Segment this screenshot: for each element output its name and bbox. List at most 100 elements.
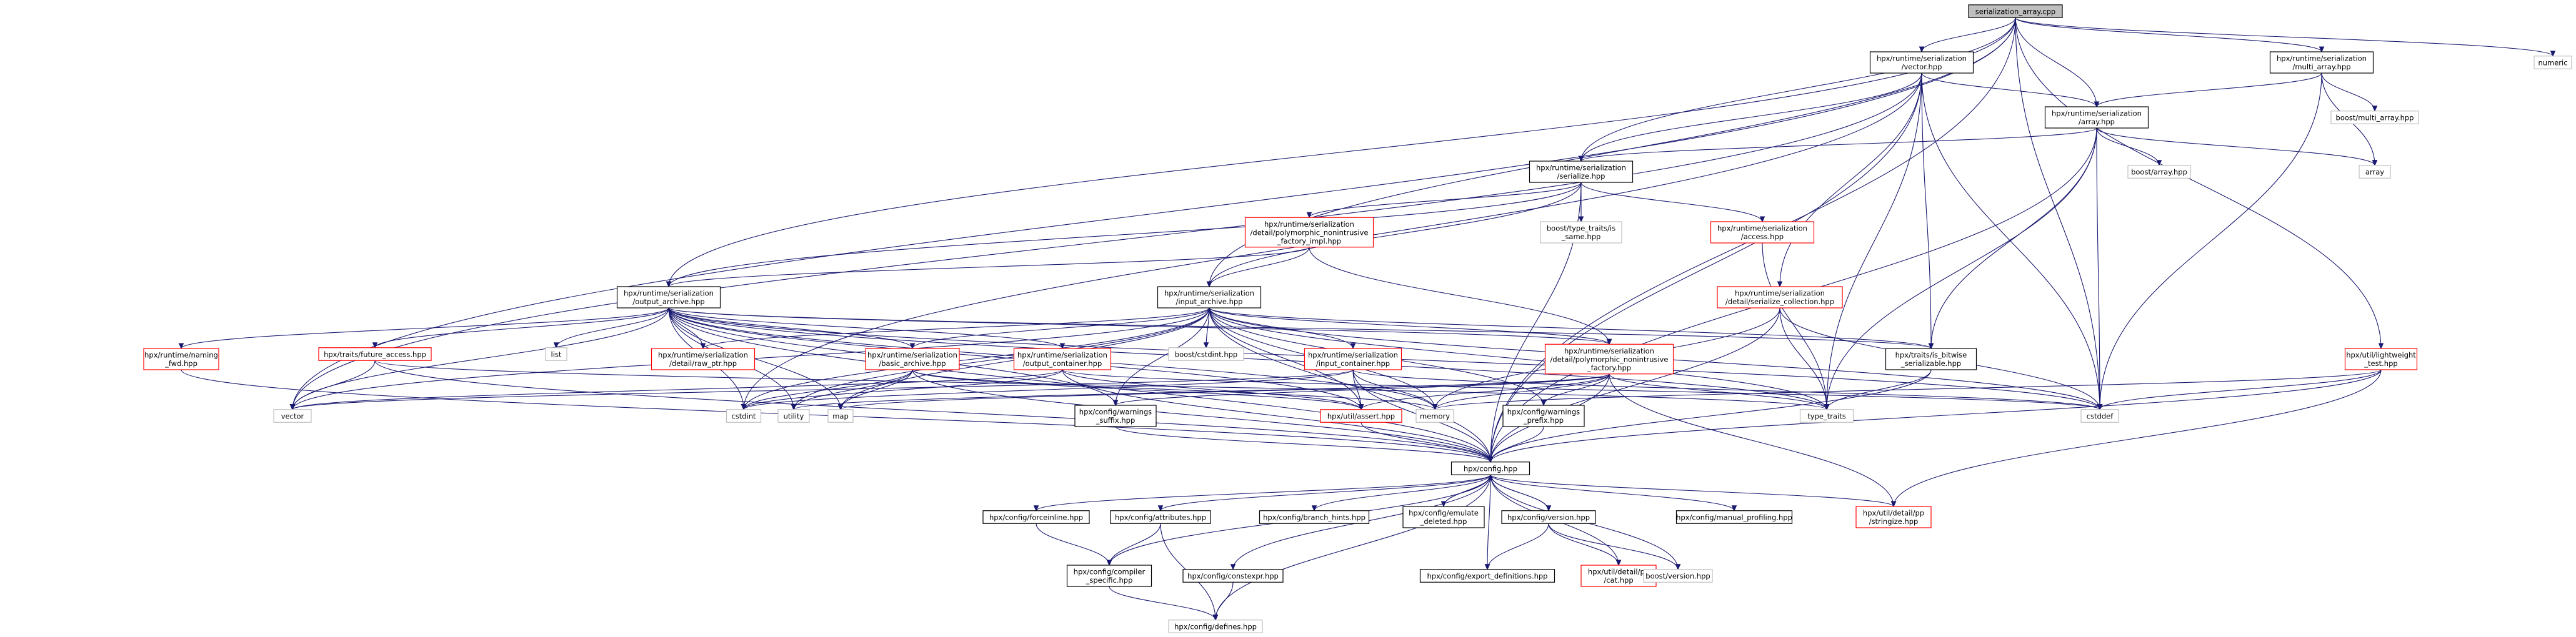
- node-raw-ptr[interactable]: hpx/runtime/serialization/detail/raw_ptr…: [651, 348, 756, 370]
- node-cstdint[interactable]: cstdint: [726, 409, 762, 423]
- edge-poly_factory-to-warn_suffix: [1112, 373, 1610, 407]
- node-basic-archive[interactable]: hpx/runtime/serialization/basic_archive.…: [865, 348, 960, 370]
- node-boost-is-same[interactable]: boost/type_traits/is_same.hpp: [1540, 221, 1622, 244]
- node-multi-array-hpp[interactable]: hpx/runtime/serialization/multi_array.hp…: [2269, 51, 2374, 74]
- node-array[interactable]: array: [2359, 165, 2391, 179]
- node-label: /multi_array.hpp: [2292, 62, 2350, 71]
- node-access-hpp[interactable]: hpx/runtime/serialization/access.hpp: [1710, 221, 1815, 244]
- node-boost-multi-array[interactable]: boost/multi_array.hpp: [2330, 111, 2419, 124]
- edge-line: [1487, 475, 1491, 570]
- node-naming-fwd[interactable]: hpx/runtime/naming_fwd.hpp: [143, 348, 219, 370]
- node-future-access[interactable]: hpx/traits/future_access.hpp: [318, 347, 432, 361]
- edge-line: [1360, 422, 1491, 462]
- edge-output_archive-to-output_container: [668, 307, 1066, 350]
- node-type-traits[interactable]: type_traits: [1799, 409, 1854, 423]
- edge-line: [1115, 307, 1210, 406]
- node-box: [1066, 565, 1152, 587]
- node-list[interactable]: list: [545, 347, 567, 361]
- node-cstddef[interactable]: cstddef: [2080, 409, 2119, 423]
- node-input-container[interactable]: hpx/runtime/serialization/input_containe…: [1304, 348, 1402, 370]
- edge-line: [1609, 373, 1894, 507]
- node-assert-hpp[interactable]: hpx/util/assert.hpp: [1320, 409, 1402, 423]
- node-label: hpx/traits/is_bitwise: [1895, 351, 1967, 360]
- node-vector[interactable]: vector: [273, 409, 312, 423]
- edge-line: [1580, 127, 2097, 162]
- node-attributes[interactable]: hpx/config/attributes.hpp: [1110, 510, 1211, 524]
- node-lightweight-test[interactable]: hpx/util/lightweight_test.hpp: [2344, 348, 2418, 370]
- node-box: [1710, 221, 1815, 244]
- edge-line: [292, 72, 1922, 410]
- node-output-archive[interactable]: hpx/runtime/serialization/output_archive…: [616, 286, 721, 309]
- node-forceinline[interactable]: hpx/config/forceinline.hpp: [982, 510, 1090, 524]
- node-box: [865, 348, 960, 370]
- node-poly-factory[interactable]: hpx/runtime/serialization/detail/polymor…: [1544, 343, 1674, 375]
- node-box: [1013, 348, 1112, 370]
- edge-lightweight_test-to-cstddef: [2097, 369, 2382, 410]
- node-label: /array.hpp: [2079, 117, 2115, 126]
- edge-arrowhead: [1675, 564, 1681, 570]
- edge-line: [1921, 72, 2097, 107]
- edge-line: [1352, 369, 2100, 410]
- node-label: hpx/util/lightweight: [2346, 351, 2416, 360]
- node-cat-hpp[interactable]: hpx/util/detail/pp/cat.hpp: [1580, 565, 1657, 587]
- edge-vector_hpp-to-is_bitwise: [1921, 72, 1934, 350]
- edge-line: [292, 360, 376, 410]
- node-label: /stringize.hpp: [1869, 517, 1919, 526]
- edge-version_hpp-to-config_hpp: [1487, 474, 1549, 511]
- node-root[interactable]: serialization_array.cpp: [1968, 4, 2063, 18]
- edge-arrowhead: [1919, 46, 1925, 53]
- edge-line: [702, 307, 1210, 349]
- node-compiler-specific[interactable]: hpx/config/compiler_specific.hpp: [1066, 565, 1152, 587]
- edge-attributes-to-compiler_specific: [1106, 523, 1161, 566]
- edge-output_container-to-vector: [289, 369, 1063, 410]
- node-config-hpp[interactable]: hpx/config.hpp: [1450, 462, 1530, 475]
- node-input-archive[interactable]: hpx/runtime/serialization/input_archive.…: [1157, 286, 1262, 309]
- node-label: hpx/config/defines.hpp: [1174, 622, 1257, 631]
- node-map[interactable]: map: [827, 409, 854, 423]
- node-output-container[interactable]: hpx/runtime/serialization/output_contain…: [1013, 348, 1112, 370]
- node-version-hpp[interactable]: hpx/config/version.hpp: [1501, 510, 1596, 524]
- edge-input_archive-to-basic_archive: [909, 307, 1210, 350]
- node-vector-hpp[interactable]: hpx/runtime/serialization/vector.hpp: [1869, 51, 1974, 74]
- node-utility[interactable]: utility: [777, 409, 810, 423]
- node-warn-prefix[interactable]: hpx/config/warnings_prefix.hpp: [1502, 405, 1585, 427]
- node-boost-version[interactable]: boost/version.hpp: [1643, 569, 1713, 583]
- edge-warn_prefix-to-config_hpp: [1487, 426, 1544, 463]
- node-serialize-collection[interactable]: hpx/runtime/serialization/detail/seriali…: [1717, 286, 1843, 309]
- edge-array_hpp-to-cstddef: [2096, 127, 2103, 410]
- node-label: hpx/runtime/serialization: [2052, 109, 2142, 118]
- edge-line: [2015, 17, 2100, 410]
- node-branch-hints[interactable]: hpx/config/branch_hints.hpp: [1259, 510, 1370, 524]
- node-export-definitions[interactable]: hpx/config/export_definitions.hpp: [1419, 569, 1555, 583]
- node-label: hpx/config/warnings: [1507, 408, 1580, 417]
- node-warn-suffix[interactable]: hpx/config/warnings_suffix.hpp: [1074, 405, 1157, 427]
- edge-line: [1309, 182, 1582, 218]
- node-box: [1320, 409, 1402, 423]
- node-memory[interactable]: memory: [1415, 409, 1454, 423]
- node-array-hpp[interactable]: hpx/runtime/serialization/array.hpp: [2044, 106, 2149, 129]
- node-box: [2359, 165, 2391, 179]
- node-emulate-deleted[interactable]: hpx/config/emulate_deleted.hpp: [1402, 506, 1485, 528]
- node-label: memory: [1420, 412, 1450, 420]
- node-poly-impl[interactable]: hpx/runtime/serialization/detail/polymor…: [1244, 217, 1374, 248]
- node-is-bitwise[interactable]: hpx/traits/is_bitwise_serializable.hpp: [1885, 348, 1977, 370]
- node-label: serialization_array.cpp: [1975, 7, 2055, 16]
- node-label: hpx/runtime/serialization: [867, 351, 957, 360]
- node-boost-array[interactable]: boost/array.hpp: [2127, 165, 2191, 179]
- node-defines-hpp[interactable]: hpx/config/defines.hpp: [1168, 620, 1263, 633]
- node-serialize-hpp[interactable]: hpx/runtime/serialization/serialize.hpp: [1529, 160, 1634, 183]
- edge-config_hpp-to-manual_profiling: [1490, 475, 1737, 511]
- node-numeric[interactable]: numeric: [2534, 56, 2572, 69]
- edge-line: [1434, 369, 2382, 410]
- node-boost-cstdint[interactable]: boost/cstdint.hpp: [1168, 347, 1244, 361]
- node-label: hpx/config/compiler: [1074, 568, 1146, 576]
- edge-line: [374, 360, 1827, 410]
- edge-arrowhead: [1157, 505, 1164, 511]
- node-label: hpx/config/export_definitions.hpp: [1427, 571, 1547, 580]
- node-box: [726, 409, 762, 423]
- node-constexpr[interactable]: hpx/config/constexpr.hpp: [1182, 569, 1284, 583]
- node-manual-profiling[interactable]: hpx/config/manual_profiling.hpp: [1675, 510, 1793, 524]
- edge-line: [1762, 242, 1827, 410]
- node-stringize[interactable]: hpx/util/detail/pp/stringize.hpp: [1855, 506, 1932, 528]
- node-label: boost/multi_array.hpp: [2336, 113, 2414, 122]
